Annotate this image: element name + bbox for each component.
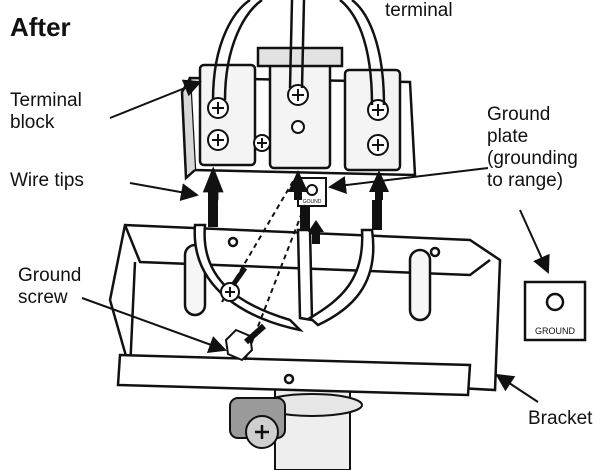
label-bracket: Bracket [528,408,593,429]
bracket-bar [116,353,472,397]
label-ground-screw: Ground screw [18,265,82,308]
diagram-title: After [10,12,71,42]
label-wire-tips: Wire tips [10,170,84,191]
label-ground-plate: Ground plate (grounding to range) [487,104,578,191]
ground-tag: GROUND [535,326,575,336]
label-terminal-block: Terminal block [10,90,82,133]
cord-wires [193,223,375,333]
ground-plate-large: GROUND [523,280,587,342]
terminal-screws [207,84,389,156]
small-ground-tag: GOUND [303,199,322,205]
supply-wires [211,0,386,106]
label-terminal: terminal [385,0,453,21]
callout-arrows [81,79,550,403]
wire-tip-ends [208,197,382,230]
insert-arrows [202,166,389,244]
ground-screw [220,177,306,362]
